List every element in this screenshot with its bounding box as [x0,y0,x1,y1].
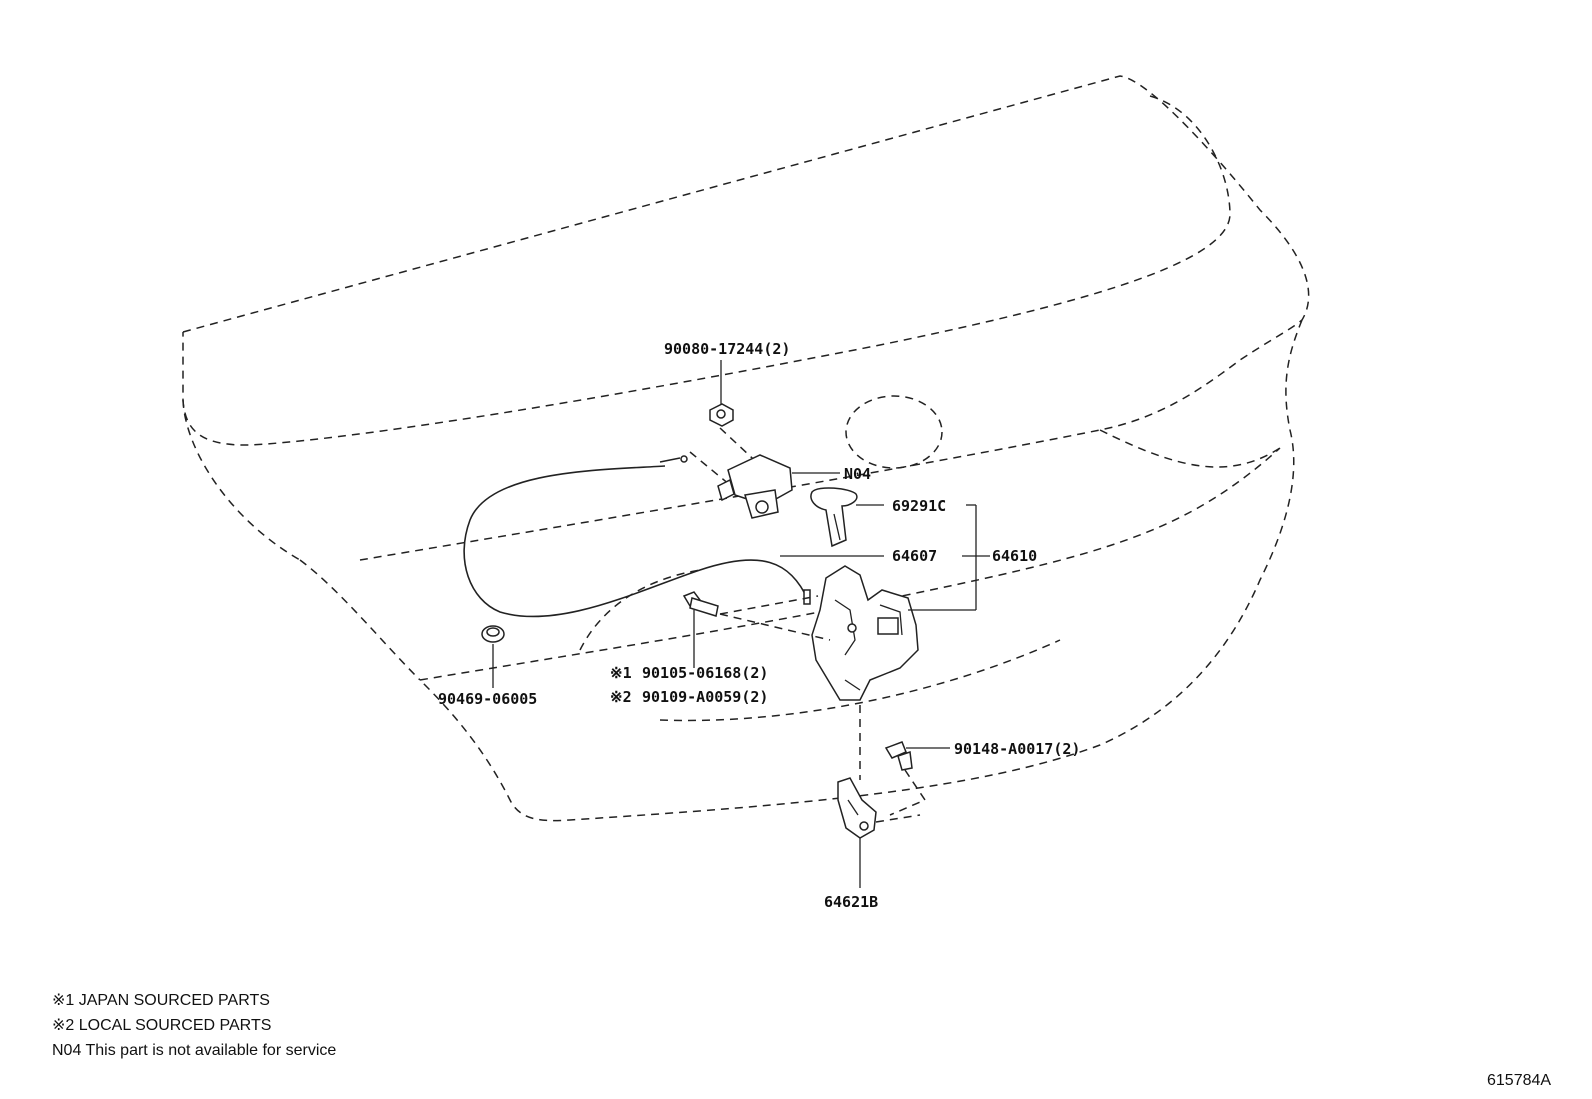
footnote-n04: N04 This part is not available for servi… [52,1042,337,1059]
part-label-64610: 64610 [992,547,1037,565]
plug-icon [481,625,505,643]
ref-mark-1: ※1 [610,664,632,682]
trunk-lock-assembly-icon [811,565,919,701]
ref-mark-2: ※2 [610,688,632,706]
bolt-icon [682,591,719,617]
release-cable [463,455,811,618]
part-label-90469: 90469-06005 [438,690,537,708]
illustration-id: 615784A [1487,1072,1552,1089]
nut-icon [709,403,734,427]
trunk-lid-outline [182,75,1310,822]
leader-lines [492,360,990,888]
part-label-64607: 64607 [892,547,937,565]
footnote-local-sourced: ※2 LOCAL SOURCED PARTS [52,1017,272,1034]
footnote-japan-sourced: ※1 JAPAN SOURCED PARTS [52,992,270,1009]
part-label-n04: N04 [844,465,871,483]
part-label-90080: 90080-17244(2) [664,340,790,358]
lock-cylinder-icon [717,454,793,519]
part-label-69291c: 69291C [892,497,946,515]
screw-icon [884,741,913,771]
part-label-90148: 90148-A0017(2) [954,740,1080,758]
part-label-90109: 90109-A0059(2) [642,688,768,706]
footnotes: ※1 JAPAN SOURCED PARTS ※2 LOCAL SOURCED … [52,988,336,1063]
part-label-90105: 90105-06168(2) [642,664,768,682]
key-icon [810,487,858,548]
part-label-64621b: 64621B [824,893,878,911]
striker-icon [837,777,877,839]
